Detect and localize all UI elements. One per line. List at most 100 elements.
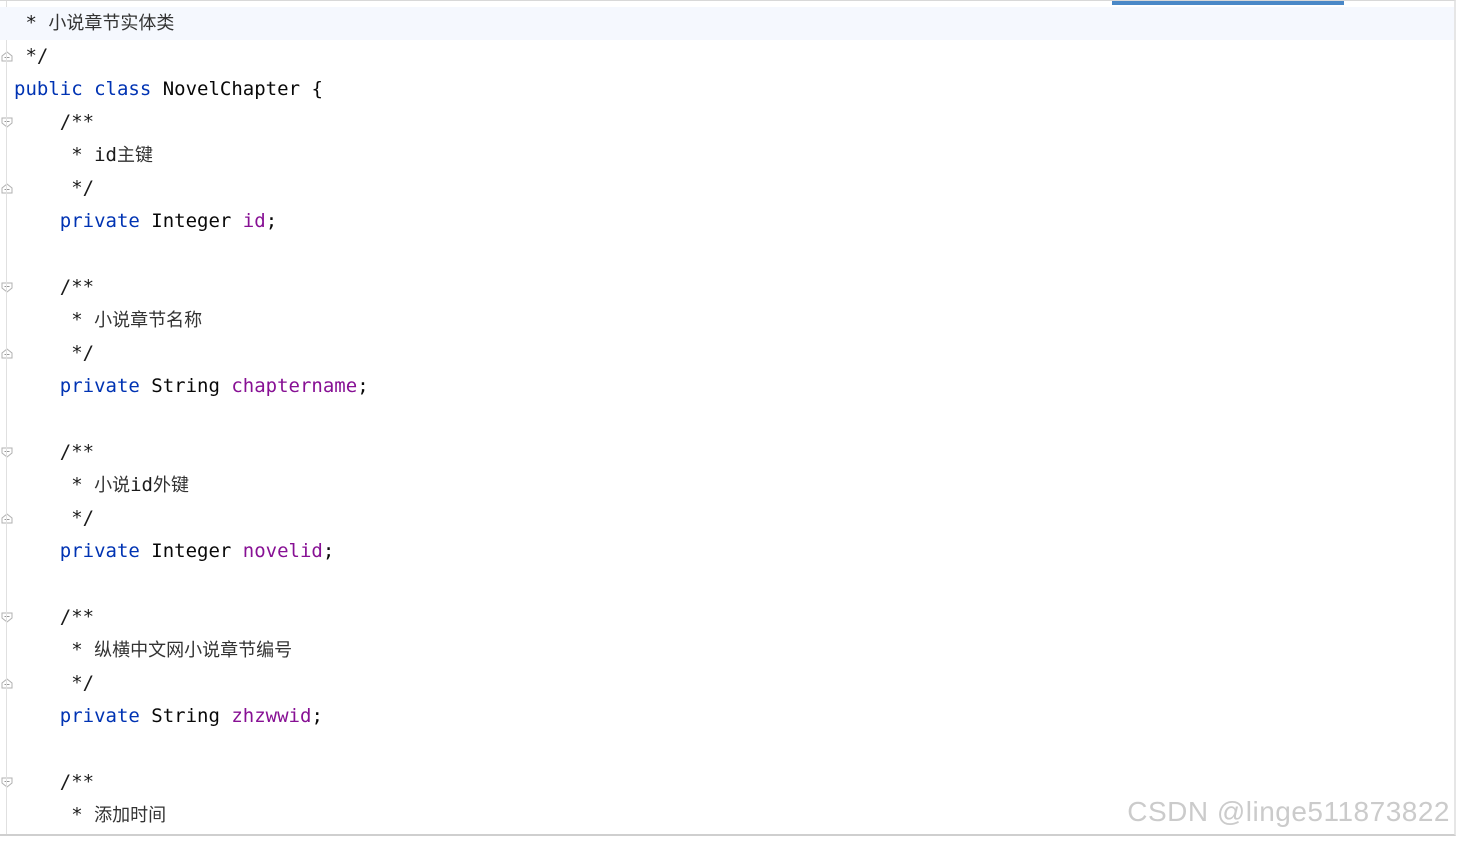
comment-text: 小说章节名称 <box>94 310 203 331</box>
code-line[interactable]: */ <box>14 502 1454 535</box>
code-token: Integer <box>139 540 243 562</box>
code-line[interactable]: * id主键 <box>14 139 1454 172</box>
code-line[interactable]: /** <box>14 436 1454 469</box>
comment-token: /** <box>59 276 95 298</box>
comment-token: * id <box>59 144 117 166</box>
keyword-token: private <box>59 540 140 562</box>
comment-token: id <box>130 474 153 496</box>
indent <box>14 606 60 628</box>
indent <box>14 507 60 529</box>
code-line[interactable]: /** <box>14 271 1454 304</box>
comment-token: */ <box>59 177 95 199</box>
indent <box>14 804 60 826</box>
code-line[interactable] <box>14 568 1454 601</box>
field-name-token: zhzwwid <box>231 705 312 727</box>
comment-token: /** <box>59 606 95 628</box>
comment-text: 纵横中文网小说章节编号 <box>94 640 293 661</box>
comment-token: */ <box>14 45 49 67</box>
comment-token: */ <box>59 342 95 364</box>
indent <box>14 639 60 661</box>
indent <box>14 144 60 166</box>
comment-text: 外键 <box>152 475 189 496</box>
field-name-token: id <box>242 210 266 232</box>
code-line[interactable]: private String zhzwwid; <box>14 700 1454 733</box>
fold-start-icon[interactable] <box>1 282 13 293</box>
code-line[interactable]: * 纵横中文网小说章节编号 <box>14 634 1454 667</box>
fold-end-icon[interactable] <box>1 513 13 524</box>
code-token: ; <box>265 210 278 232</box>
code-area[interactable]: * 小说章节实体类 */public class NovelChapter { … <box>0 7 1454 832</box>
comment-token: * <box>59 804 95 826</box>
code-token: String <box>139 705 232 727</box>
indent <box>14 342 60 364</box>
code-line[interactable]: /** <box>14 601 1454 634</box>
code-line[interactable]: */ <box>14 337 1454 370</box>
code-token <box>83 78 94 100</box>
indent <box>14 540 60 562</box>
indent <box>14 474 60 496</box>
fold-end-icon[interactable] <box>1 348 13 359</box>
code-token: String <box>139 375 232 397</box>
comment-text: 主键 <box>116 145 153 166</box>
code-line[interactable]: private Integer id; <box>14 205 1454 238</box>
keyword-token: private <box>59 705 140 727</box>
comment-text: 小说 <box>94 475 131 496</box>
comment-token: * <box>59 474 95 496</box>
field-name-token: novelid <box>242 540 323 562</box>
code-token: ; <box>311 705 323 727</box>
fold-end-icon[interactable] <box>1 51 13 62</box>
comment-text: 添加时间 <box>94 805 167 826</box>
code-line[interactable]: * 添加时间 <box>14 799 1454 832</box>
editor-gutter <box>0 1 13 834</box>
code-line[interactable]: */ <box>14 172 1454 205</box>
code-token: ; <box>357 375 369 397</box>
indent <box>14 375 60 397</box>
comment-token: */ <box>59 672 95 694</box>
code-line[interactable]: */ <box>14 40 1454 73</box>
keyword-token: private <box>59 210 140 232</box>
comment-token: */ <box>59 507 95 529</box>
code-line[interactable]: private Integer novelid; <box>14 535 1454 568</box>
fold-end-icon[interactable] <box>1 183 13 194</box>
code-line[interactable]: */ <box>14 667 1454 700</box>
code-line[interactable] <box>14 733 1454 766</box>
comment-token: * <box>59 309 95 331</box>
code-line[interactable]: public class NovelChapter { <box>14 73 1454 106</box>
indent <box>14 672 60 694</box>
code-line[interactable]: /** <box>14 106 1454 139</box>
fold-start-icon[interactable] <box>1 612 13 623</box>
comment-text: 小说章节实体类 <box>48 13 175 34</box>
fold-end-icon[interactable] <box>1 678 13 689</box>
indent <box>14 441 60 463</box>
indent <box>14 309 60 331</box>
scroll-position-indicator[interactable] <box>1112 1 1344 5</box>
comment-token: /** <box>59 111 95 133</box>
watermark: CSDN @linge511873822 <box>1127 796 1450 827</box>
keyword-token: public <box>14 78 83 100</box>
comment-token: /** <box>59 771 95 793</box>
code-line[interactable]: * 小说id外键 <box>14 469 1454 502</box>
code-token: NovelChapter { <box>151 78 323 100</box>
code-line[interactable] <box>14 403 1454 436</box>
fold-start-icon[interactable] <box>1 447 13 458</box>
code-line[interactable]: /** <box>14 766 1454 799</box>
code-line[interactable]: * 小说章节名称 <box>14 304 1454 337</box>
code-token: Integer <box>139 210 243 232</box>
gutter-divider <box>6 1 7 834</box>
code-line[interactable]: * 小说章节实体类 <box>0 7 1454 40</box>
indent <box>14 111 60 133</box>
code-line[interactable]: private String chaptername; <box>14 370 1454 403</box>
indent <box>14 705 60 727</box>
comment-token: * <box>14 12 49 34</box>
indent <box>14 177 60 199</box>
keyword-token: private <box>59 375 140 397</box>
code-token: ; <box>322 540 335 562</box>
code-line[interactable] <box>14 238 1454 271</box>
fold-start-icon[interactable] <box>1 777 13 788</box>
indent <box>14 276 60 298</box>
comment-token: /** <box>59 441 95 463</box>
fold-start-icon[interactable] <box>1 117 13 128</box>
indent <box>14 210 60 232</box>
comment-token: * <box>59 639 95 661</box>
